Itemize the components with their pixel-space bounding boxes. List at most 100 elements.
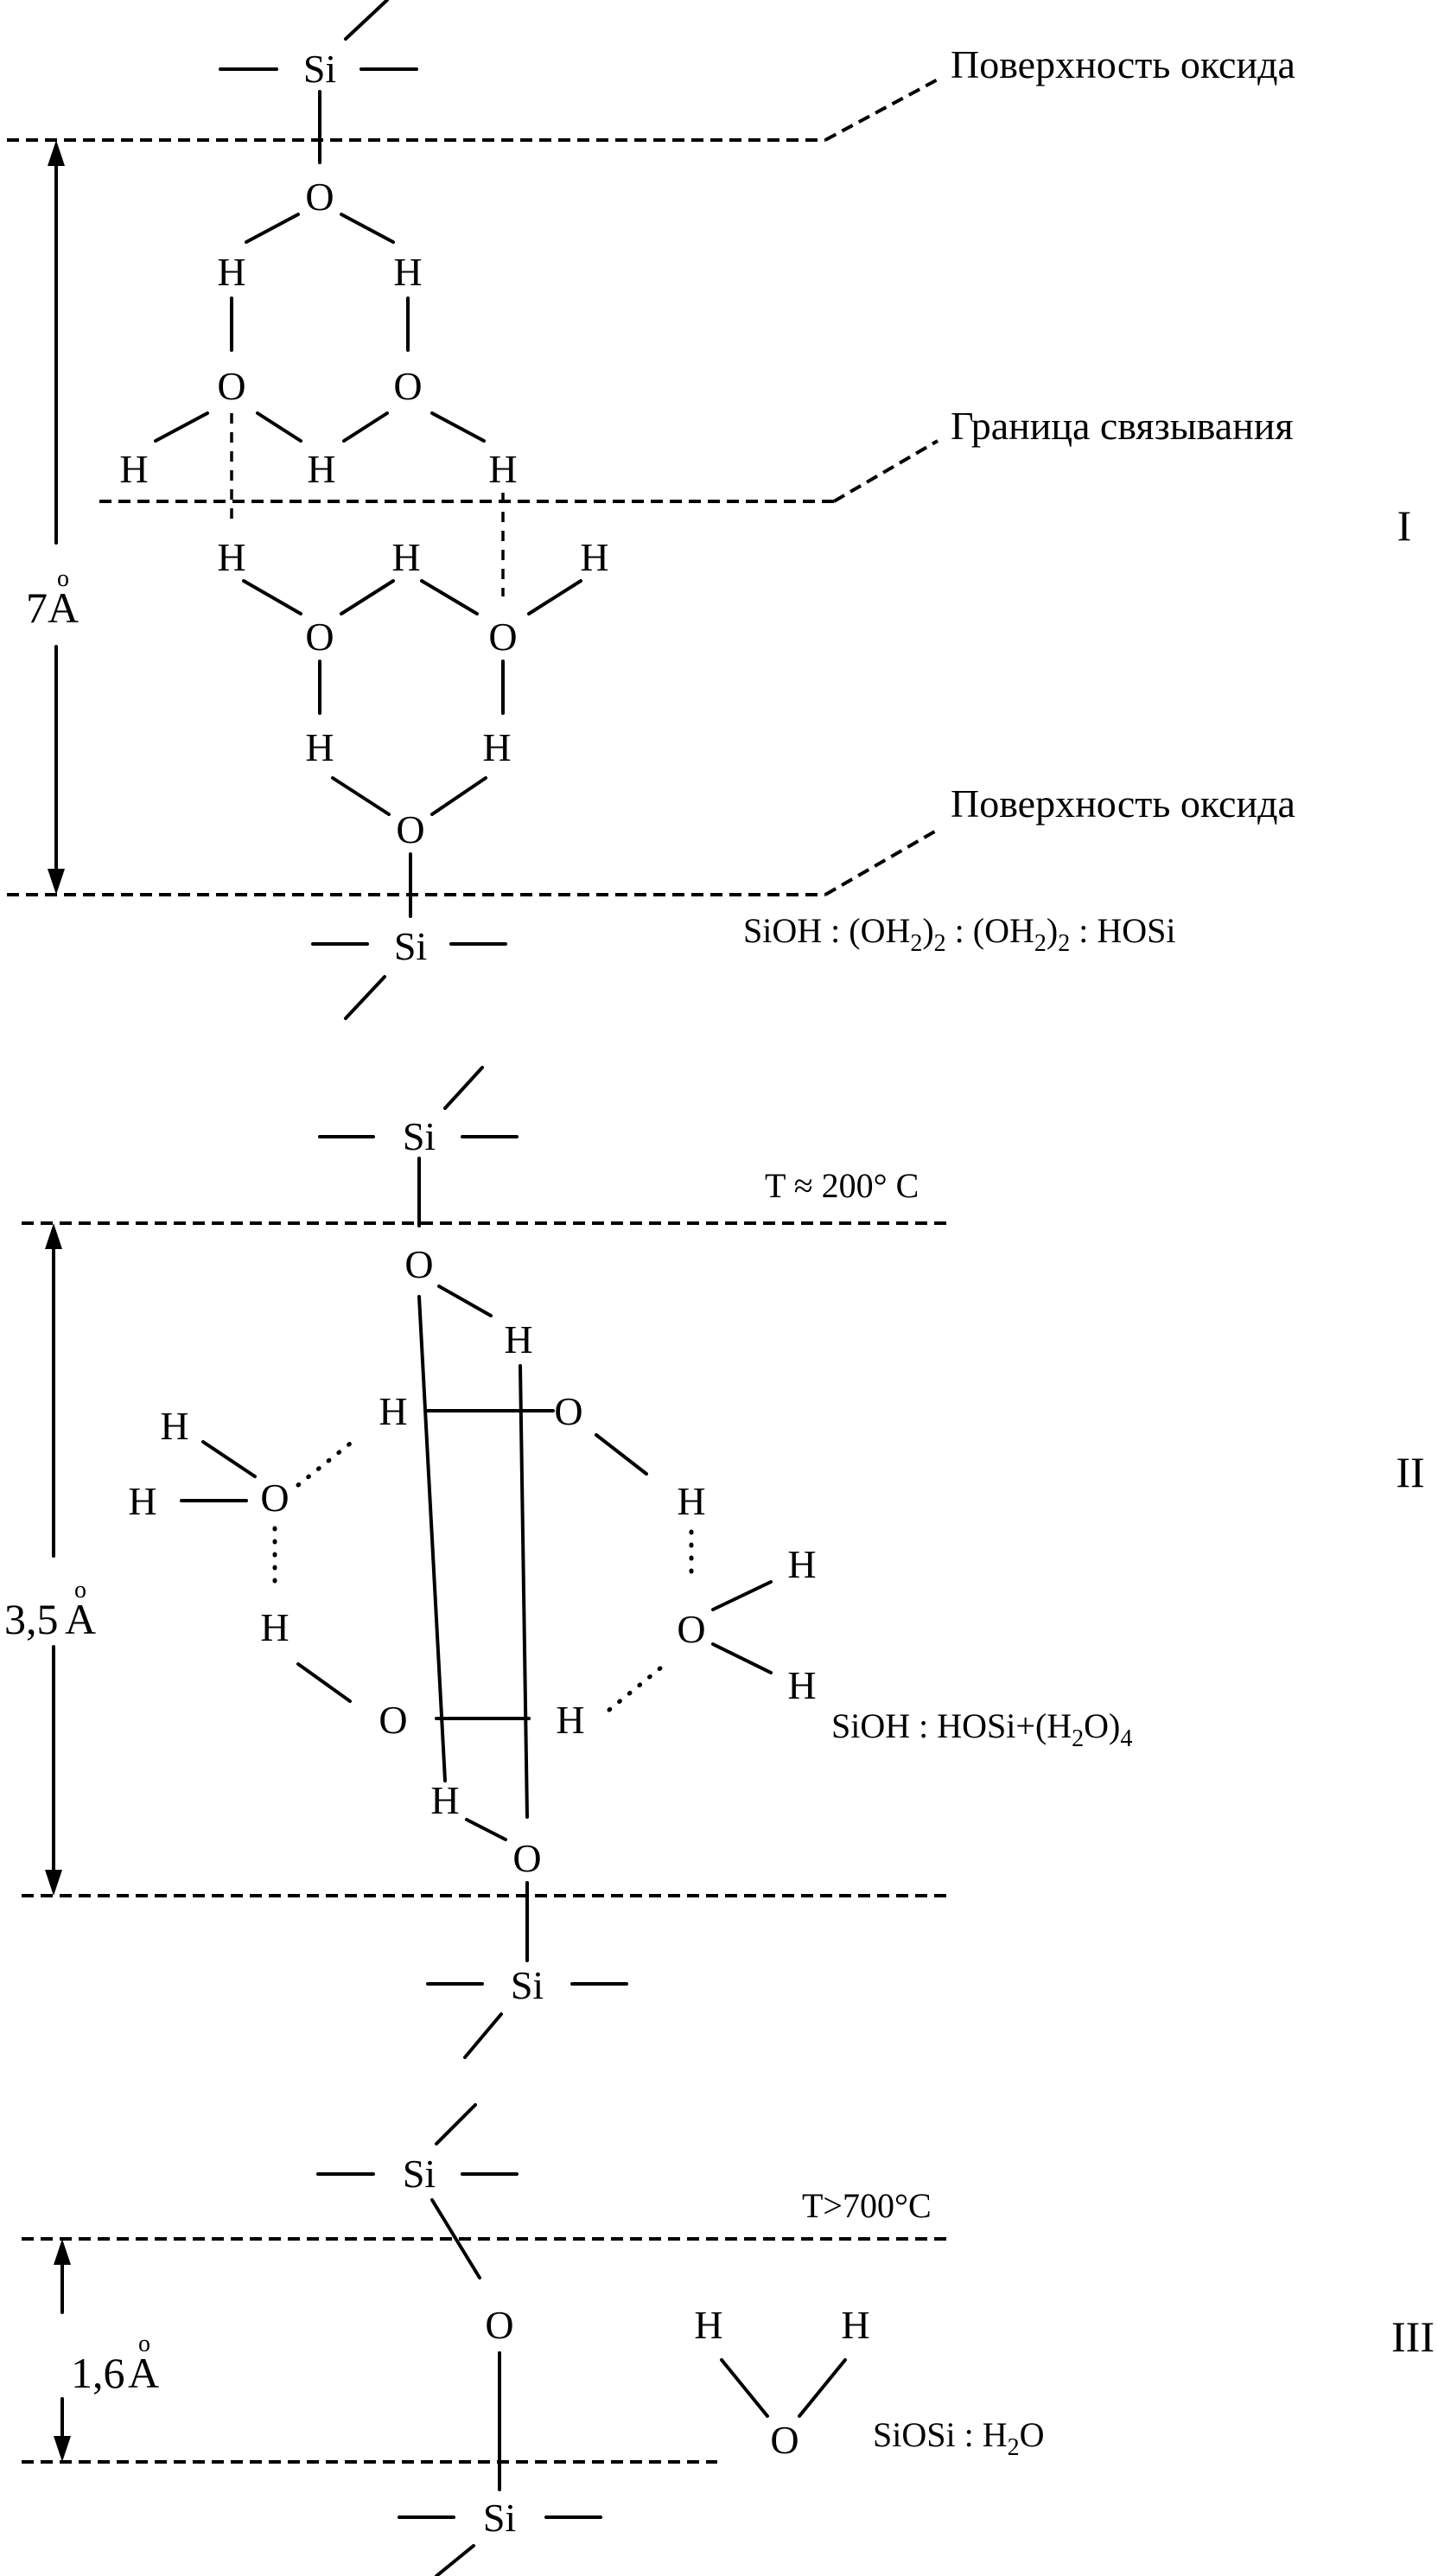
atom-h: H (580, 535, 608, 579)
bond (465, 1818, 507, 1841)
atom-h: H (128, 1479, 156, 1523)
atom-h: H (841, 2303, 869, 2347)
atom-si: Si (403, 2152, 436, 2196)
bond (435, 2544, 475, 2576)
formula-stage-2: SiOH : HOSi+(H2O)4 (831, 1706, 1132, 1752)
arrowhead-up (48, 140, 65, 166)
angstrom-letter: A (48, 583, 79, 632)
atom-o: O (393, 364, 422, 408)
distance-value: 7 (26, 583, 48, 632)
atom-si: Si (394, 924, 427, 968)
atom-h: H (694, 2303, 722, 2347)
atom-o: O (305, 615, 334, 659)
atom-h: H (307, 447, 335, 491)
temperature-stage-3: T>700°C (802, 2186, 932, 2225)
label-binding-boundary: Граница связывания (951, 404, 1294, 448)
atom-h: H (217, 250, 245, 294)
atom-h: H (393, 250, 422, 294)
stage-numeral: I (1397, 501, 1412, 550)
atom-o: O (396, 807, 424, 851)
bond (417, 1295, 447, 1782)
bond (256, 411, 302, 443)
atom-h: H (482, 725, 511, 769)
atom-h: H (504, 1317, 532, 1361)
atom-h: H (787, 1663, 816, 1707)
atom-o: O (554, 1389, 582, 1433)
bond (443, 1066, 484, 1110)
bond (463, 2012, 503, 2059)
atom-o: O (305, 175, 334, 219)
atom-o: O (677, 1607, 705, 1651)
arrowhead-down (48, 869, 65, 895)
atom-h: H (217, 535, 245, 579)
bond (595, 1433, 648, 1476)
atom-h: H (119, 447, 148, 491)
bond (245, 213, 300, 244)
atom-o: O (404, 1242, 433, 1286)
bond (720, 2358, 769, 2418)
atom-h: H (556, 1698, 584, 1742)
bond (344, 0, 389, 41)
bond (340, 213, 395, 244)
atom-h: H (160, 1404, 188, 1448)
atom-o: O (488, 615, 517, 659)
bond (430, 776, 487, 816)
arrowhead-down (45, 1870, 62, 1896)
atom-o: O (485, 2303, 513, 2347)
stage-2: Si T ≈ 200° C O H H O H H O H O H O (4, 1066, 1425, 2059)
leader-line (832, 439, 939, 503)
arrowhead-up (45, 1223, 62, 1249)
atom-h: H (379, 1389, 407, 1433)
bond (527, 579, 582, 615)
hydrogen-bond (296, 1441, 353, 1488)
bond (420, 579, 479, 615)
angstrom-ring: o (138, 2331, 150, 2357)
atom-h: H (391, 535, 420, 579)
atom-h: H (488, 447, 517, 491)
stage-1: Si Поверхность оксида O H H O O H H H Гр… (7, 0, 1412, 1020)
arrowhead-up (54, 2239, 71, 2265)
stage-3: Si T>700°C O Si H H O 1,6 A o III SiOSi … (22, 2103, 1435, 2576)
distance-value: 1,6 (71, 2349, 125, 2397)
atom-o: O (379, 1698, 407, 1742)
bond (342, 411, 389, 443)
atom-si: Si (511, 1963, 544, 2007)
bond (340, 579, 395, 615)
bond (296, 1662, 352, 1703)
bond (430, 411, 486, 443)
atom-h: H (260, 1605, 289, 1649)
bond (711, 1580, 773, 1611)
angstrom-letter: A (65, 1595, 96, 1643)
bond (201, 1440, 257, 1478)
atom-si: Si (403, 1114, 436, 1158)
atom-h: H (677, 1479, 705, 1523)
bond (331, 776, 391, 816)
atom-h: H (305, 725, 334, 769)
angstrom-ring: o (57, 565, 69, 592)
atom-h: H (787, 1542, 816, 1586)
leader-line (824, 78, 939, 142)
stage-numeral: II (1396, 1448, 1424, 1496)
bond (430, 2198, 481, 2280)
atom-si: Si (303, 47, 336, 91)
hydrogen-bond (607, 1661, 668, 1712)
label-oxide-surface-bottom: Поверхность оксида (951, 781, 1295, 826)
angstrom-letter: A (128, 2349, 159, 2397)
angstrom-ring: o (74, 1577, 86, 1604)
bond (437, 1285, 493, 1317)
atom-o: O (770, 2418, 799, 2462)
formula-stage-1: SiOH : (OH2)2 : (OH2)2 : HOSi (743, 911, 1175, 957)
atom-si: Si (483, 2496, 516, 2540)
temperature-stage-2: T ≈ 200° C (765, 1166, 919, 1205)
bond (242, 579, 302, 615)
bond (519, 1364, 529, 1819)
bond (711, 1642, 773, 1674)
formula-stage-3: SiOSi : H2O (873, 2415, 1045, 2461)
atom-o: O (217, 364, 245, 408)
atom-o: O (512, 1836, 541, 1880)
atom-o: O (260, 1476, 289, 1520)
distance-value: 3,5 (4, 1595, 59, 1643)
bond (798, 2358, 847, 2418)
atom-h: H (430, 1778, 459, 1822)
